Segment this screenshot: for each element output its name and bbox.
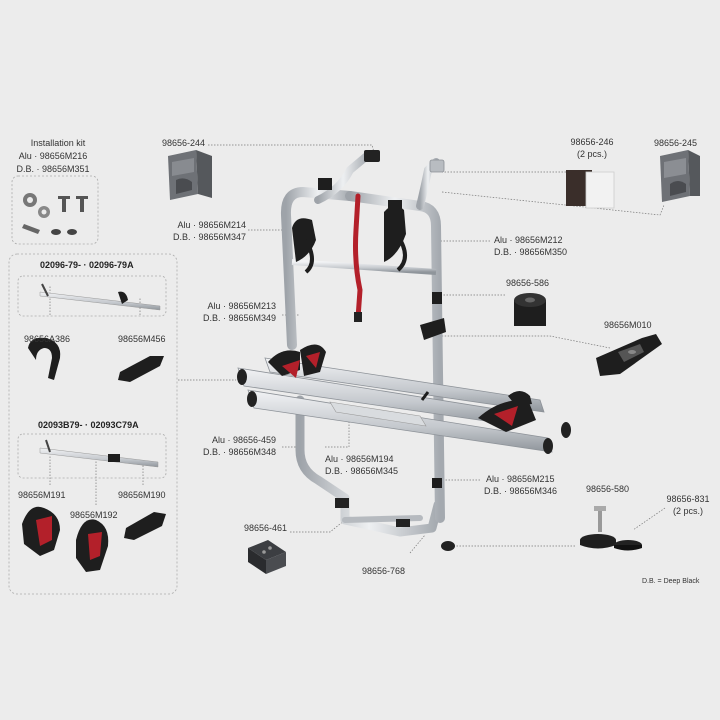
leveling-foot-580 (580, 506, 616, 549)
label-98656-461: 98656-461 (244, 523, 288, 533)
set-b-parts (22, 439, 166, 572)
label-98656M194-alu: Alu · 98656M194 (325, 454, 394, 464)
rubber-pads-246 (566, 170, 615, 209)
label-98656-831: 98656-831 (666, 494, 710, 504)
foot-pads-831 (614, 540, 642, 551)
bracket-461 (248, 540, 286, 574)
label-98656M010: 98656M010 (604, 320, 652, 330)
strap-a386 (28, 337, 61, 380)
label-98656M348-db: D.B. · 98656M348 (202, 447, 276, 457)
label-98656-831-qty: (2 pcs.) (672, 506, 703, 516)
label-98656-586: 98656-586 (506, 278, 550, 288)
installation-kit-box (11, 175, 99, 245)
sub-assembly-boxes (8, 175, 178, 595)
label-98656-459-alu: Alu · 98656-459 (211, 435, 276, 445)
label-98656-246: 98656-246 (570, 137, 614, 147)
label-98656M212-db: D.B. · 98656M350 (494, 247, 568, 257)
label-98656M194-db: D.B. · 98656M345 (325, 466, 399, 476)
set-a-part-left: 98656A386 (24, 334, 71, 344)
label-98656M215-alu: Alu · 98656M215 (486, 474, 555, 484)
set-a-inner-box (17, 275, 167, 317)
label-98656-244: 98656-244 (162, 138, 206, 148)
red-safety-strap (353, 193, 363, 321)
set-b-inner-box (17, 433, 167, 479)
wheel-cradle-m010 (596, 334, 662, 376)
bracket-sets-box (8, 253, 178, 595)
lower-frame-tube (295, 395, 443, 537)
label-98656M213-db: D.B. · 98656M349 (202, 313, 276, 323)
main-frame-left-tube (280, 187, 355, 350)
label-98656-246-qty: (2 pcs.) (576, 149, 607, 159)
set-b-title: 02093B79- · 02093C79A (38, 420, 139, 430)
set-a-parts (28, 283, 164, 382)
spacer-block-586 (514, 293, 546, 326)
installation-kit-alu-code: Alu · 98656M216 (18, 151, 88, 161)
label-98656M215-db: D.B. · 98656M346 (484, 486, 558, 496)
label-98656-768: 98656-768 (362, 566, 406, 576)
label-98656M214-db: D.B. · 98656M347 (172, 232, 246, 242)
label-98656M213-alu: Alu · 98656M213 (207, 301, 276, 311)
set-b-part-left: 98656M191 (18, 490, 66, 500)
rack-foot (441, 541, 455, 551)
label-98656M214-alu: Alu · 98656M214 (177, 220, 246, 230)
bike-rack-assembly (237, 150, 571, 551)
set-a-part-right: 98656M456 (118, 334, 166, 344)
upper-mount-245 (660, 150, 700, 202)
installation-kit-title: Installation kit (30, 138, 86, 148)
wheel-rails (237, 357, 571, 454)
legend-deep-black-note: D.B. = Deep Black (642, 578, 700, 585)
label-98656-245: 98656-245 (654, 138, 698, 148)
installation-kit-hardware (22, 193, 88, 235)
set-b-part-right: 98656M190 (118, 490, 166, 500)
upper-mount-244 (168, 150, 212, 200)
label-98656-580: 98656-580 (586, 484, 630, 494)
set-b-part-mid: 98656M192 (70, 510, 118, 520)
set-a-title: 02096-79- · 02096-79A (40, 260, 134, 270)
installation-kit-db-code: D.B. · 98656M351 (16, 164, 90, 174)
label-98656M212-alu: Alu · 98656M212 (494, 235, 563, 245)
